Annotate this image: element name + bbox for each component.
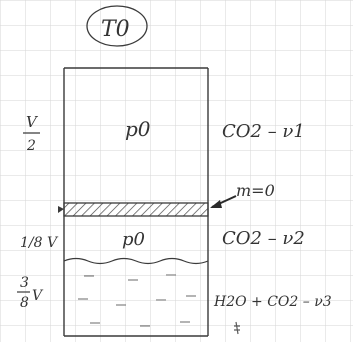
lower-compartment: 3 8 V H2O + CO2 – ν3 bbox=[17, 275, 332, 311]
liquid-surface bbox=[63, 257, 209, 265]
upper-volume-denominator: 2 bbox=[26, 138, 36, 154]
piston-left-tip bbox=[58, 206, 64, 213]
middle-volume-label: 1/8 V bbox=[20, 235, 59, 251]
lower-volume-numerator: 3 bbox=[20, 275, 29, 291]
piston bbox=[63, 202, 209, 217]
lower-volume-denominator: 8 bbox=[20, 295, 29, 311]
temperature-badge: T0 bbox=[86, 5, 148, 47]
upper-pressure-label: p0 bbox=[125, 117, 151, 141]
scribble-mark bbox=[234, 321, 240, 335]
lower-volume-suffix: V bbox=[32, 288, 44, 304]
middle-compartment: 1/8 V p0 CO2 – ν2 bbox=[20, 228, 305, 251]
upper-compartment: V 2 p0 CO2 – ν1 bbox=[23, 113, 305, 154]
lower-content-label: H2O + CO2 – ν3 bbox=[213, 294, 332, 310]
upper-content-label: CO2 – ν1 bbox=[222, 121, 305, 142]
liquid-dashes bbox=[78, 274, 196, 327]
middle-content-label: CO2 – ν2 bbox=[222, 228, 305, 249]
temperature-ellipse bbox=[86, 5, 148, 47]
upper-volume-numerator: V bbox=[26, 113, 39, 131]
middle-pressure-label: p0 bbox=[122, 229, 145, 250]
piston-arrow-head bbox=[210, 200, 222, 208]
container bbox=[63, 67, 209, 337]
piston-annotation: m=0 bbox=[210, 181, 275, 208]
temperature-label: T0 bbox=[101, 17, 130, 42]
piston-mass-label: m=0 bbox=[236, 181, 275, 200]
